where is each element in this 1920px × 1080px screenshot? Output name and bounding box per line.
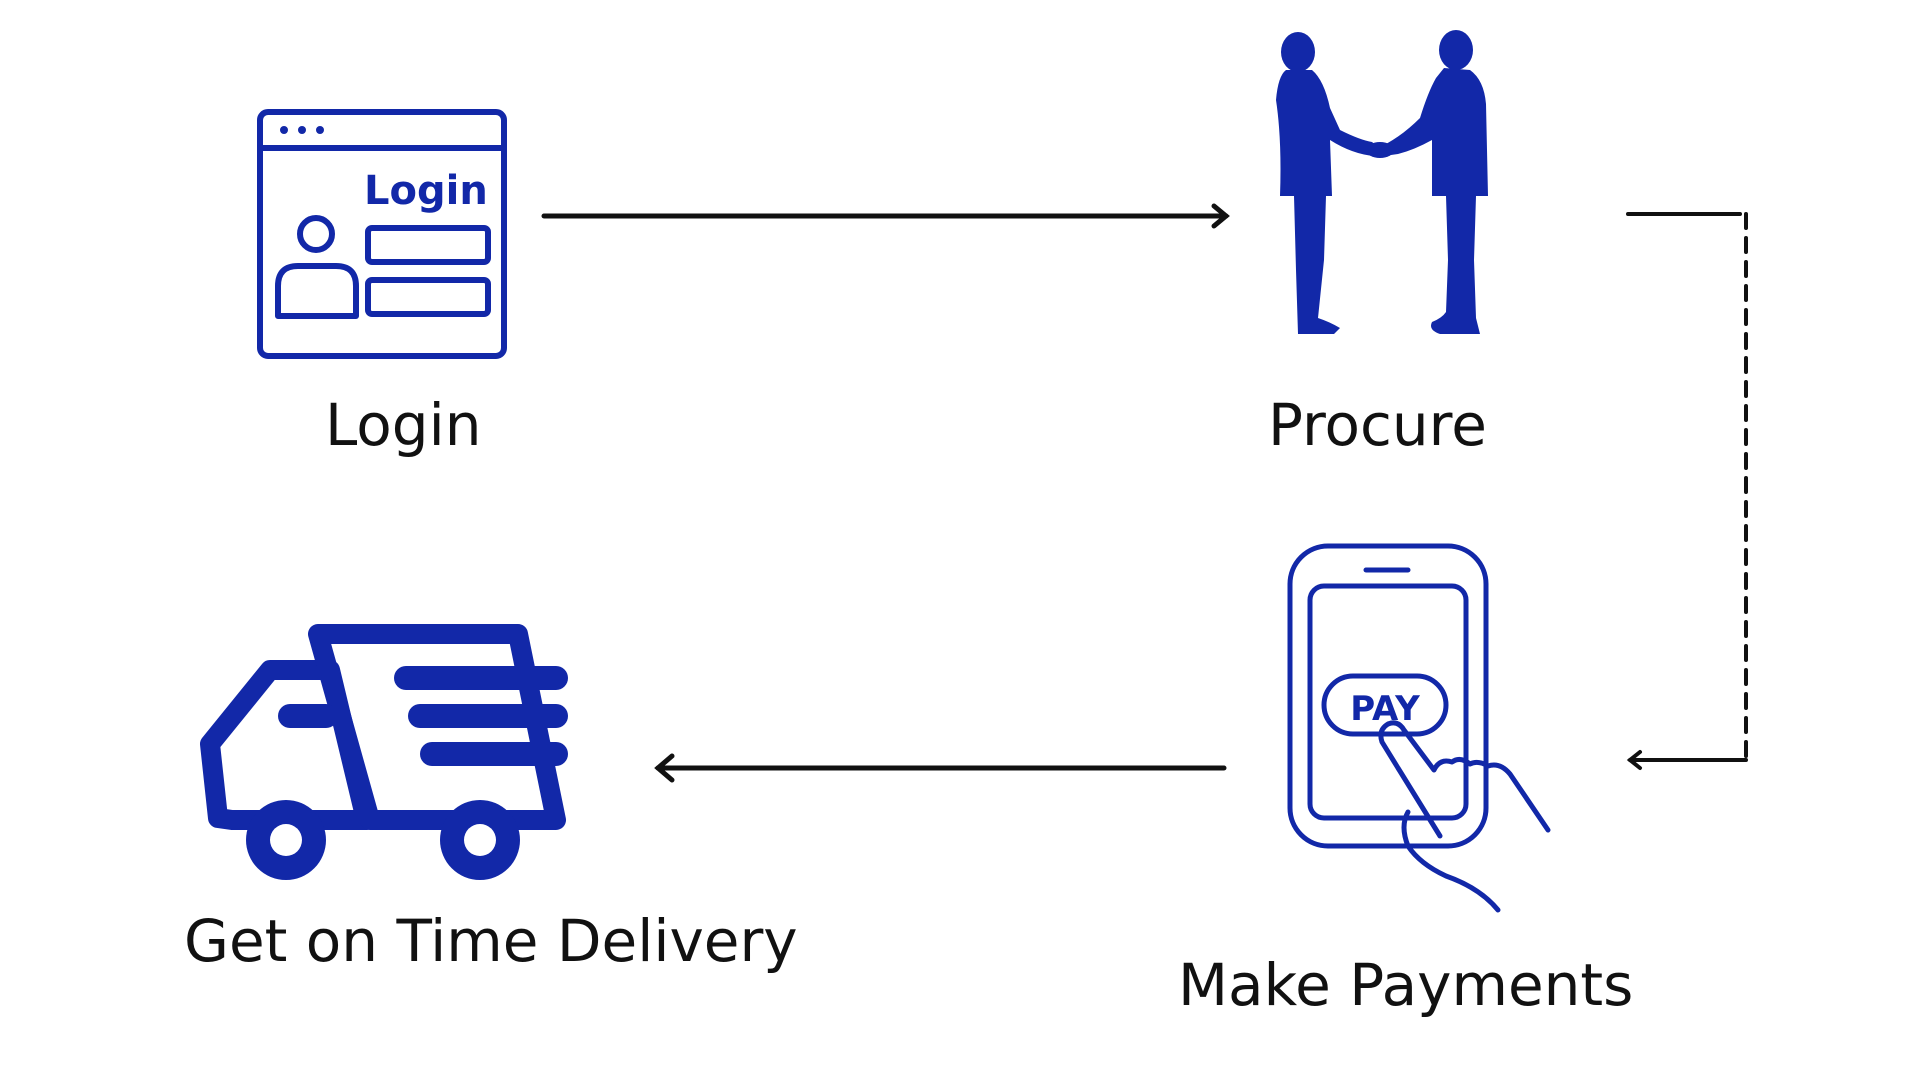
step-label-login: Login — [325, 391, 482, 459]
arrow-payments-to-delivery — [654, 753, 1227, 783]
arrow-login-to-procure — [541, 203, 1230, 229]
step-label-procure: Procure — [1268, 391, 1487, 459]
handshake-icon — [1276, 30, 1488, 334]
login-icon-text: Login — [364, 168, 488, 214]
phone-pay-icon — [1287, 543, 1551, 913]
step-label-delivery: Get on Time Delivery — [184, 907, 798, 975]
delivery-truck-icon — [200, 624, 568, 880]
login-window-icon — [257, 109, 507, 359]
step-label-make-payments: Make Payments — [1178, 951, 1634, 1019]
pay-icon-text: PAY — [1350, 689, 1420, 729]
connector-procure-to-payments — [1626, 212, 1748, 770]
